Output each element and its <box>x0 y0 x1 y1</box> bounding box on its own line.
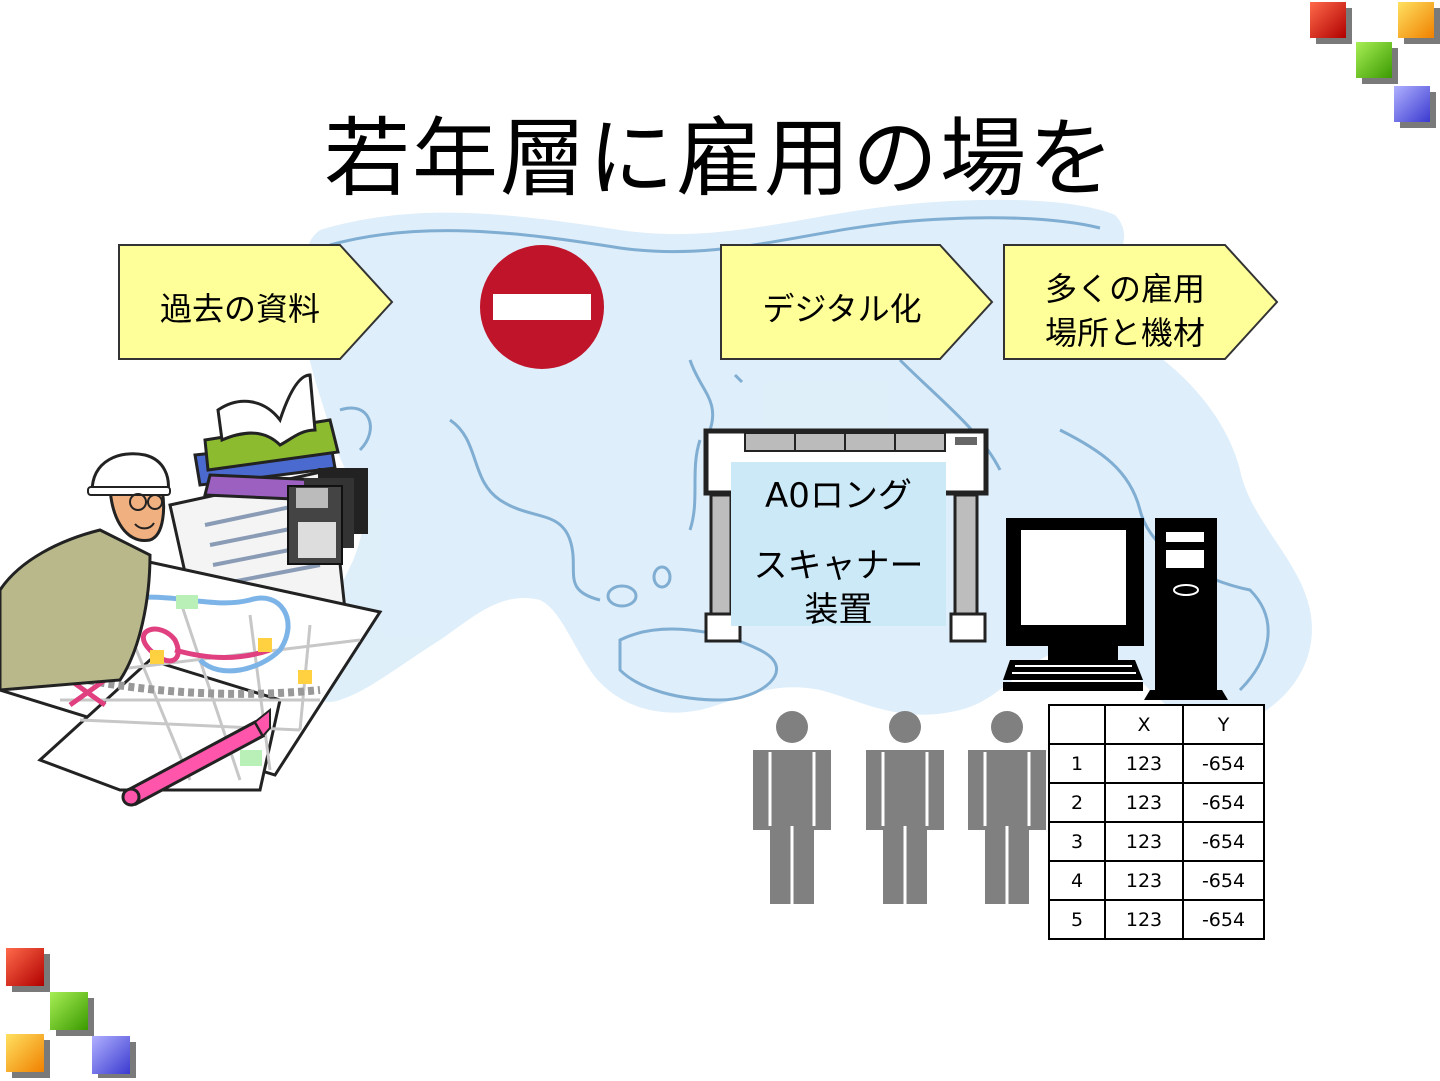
scanner-icon <box>703 428 989 643</box>
books-icon <box>193 373 340 502</box>
table-cell: 5 <box>1048 899 1106 940</box>
decorative-squares-bottom <box>6 948 136 1078</box>
scanner-label-line3: 装置 <box>804 590 873 630</box>
person-icon-2 <box>866 711 944 904</box>
table-row: 1 123 -654 <box>1048 743 1265 784</box>
scanner-label-line2: スキャナー <box>753 546 924 586</box>
table-row: 4 123 -654 <box>1048 860 1265 901</box>
table-cell: 123 <box>1104 821 1184 862</box>
table-row: 2 123 -654 <box>1048 782 1265 823</box>
table-cell: 1 <box>1048 743 1106 784</box>
scanner-label-line1: A0ロング <box>765 476 912 516</box>
table-cell: -654 <box>1182 821 1265 862</box>
table-cell: 4 <box>1048 860 1106 901</box>
person-icon-1 <box>753 711 831 904</box>
table-cell: 123 <box>1104 899 1184 940</box>
arrow-employment <box>1003 244 1279 360</box>
arrow-label-past-materials: 過去の資料 <box>159 290 320 328</box>
table-cell: -654 <box>1182 782 1265 823</box>
table-cell: -654 <box>1182 743 1265 784</box>
table-header-cell: Y <box>1182 704 1265 745</box>
table-cell: 2 <box>1048 782 1106 823</box>
table-cell: 123 <box>1104 782 1184 823</box>
arrow-digitize <box>720 244 994 360</box>
computer-icon <box>1003 518 1228 700</box>
table-cell: 123 <box>1104 860 1184 901</box>
worker-icon <box>0 452 171 692</box>
arrow-label-digitize: デジタル化 <box>762 290 922 328</box>
slide-title: 若年層に雇用の場を <box>324 109 1116 209</box>
arrow-label-employment-line1: 多くの雇用 <box>1044 270 1205 308</box>
table-cell: -654 <box>1182 899 1265 940</box>
table-header-row: X Y <box>1048 704 1265 745</box>
table-header-cell <box>1048 704 1106 745</box>
table-row: 5 123 -654 <box>1048 899 1265 940</box>
decorative-squares-top <box>1310 2 1440 128</box>
marker-pen-icon <box>121 707 271 807</box>
table-cell: -654 <box>1182 860 1265 901</box>
floppy-disk-icon <box>287 468 368 565</box>
table-cell: 3 <box>1048 821 1106 862</box>
table-row: 3 123 -654 <box>1048 821 1265 862</box>
xy-coordinate-table: X Y 1 123 -654 2 123 -654 3 123 -654 4 <box>1048 704 1265 940</box>
arrow-label-employment-line2: 場所と機材 <box>1044 314 1205 352</box>
table-header-cell: X <box>1104 704 1184 745</box>
person-icon-3 <box>968 711 1046 904</box>
arrow-past-materials <box>118 244 394 360</box>
no-entry-icon <box>480 245 604 369</box>
table-cell: 123 <box>1104 743 1184 784</box>
